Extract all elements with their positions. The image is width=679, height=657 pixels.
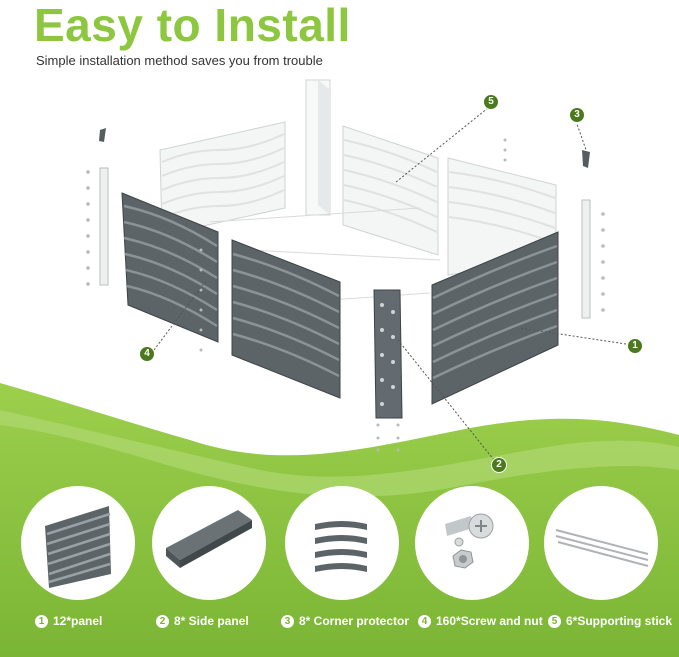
corner-protector-left bbox=[99, 128, 106, 142]
part-number-1: 1 bbox=[35, 614, 48, 628]
corner-protector-icon bbox=[315, 521, 367, 572]
front-panel-center bbox=[231, 239, 341, 399]
screw-nut-icon bbox=[445, 513, 494, 569]
part-image-screw-and-nut bbox=[415, 486, 529, 600]
part-number-2: 2 bbox=[156, 614, 169, 628]
side-panel-icon bbox=[166, 510, 252, 568]
part-label-text: 12*panel bbox=[53, 614, 103, 628]
part-number-3: 3 bbox=[281, 614, 294, 628]
callout-5: 5 bbox=[483, 94, 499, 110]
part-label-text: 8* Corner protector bbox=[299, 614, 410, 628]
page-subtitle: Simple installation method saves you fro… bbox=[36, 53, 323, 68]
part-label-supporting-stick: 5 6*Supporting stick bbox=[548, 613, 672, 629]
part-image-corner-protector bbox=[285, 486, 399, 600]
front-panel-right bbox=[431, 231, 559, 405]
back-panel-left bbox=[159, 121, 286, 236]
exploded-planter-diagram bbox=[86, 79, 627, 461]
support-bar-right bbox=[581, 199, 591, 319]
part-image-supporting-stick bbox=[544, 486, 658, 600]
front-panel-left bbox=[121, 192, 219, 343]
part-label-screw-and-nut: 4 160*Screw and nut bbox=[418, 613, 543, 629]
corner-post-back bbox=[305, 79, 331, 216]
screws-right bbox=[376, 138, 605, 452]
back-panel-center bbox=[342, 125, 439, 256]
page-title: Easy to Install bbox=[34, 0, 351, 51]
part-image-panel bbox=[21, 486, 135, 600]
part-label-corner-protector: 3 8* Corner protector bbox=[281, 613, 409, 629]
leader-lines bbox=[153, 107, 627, 461]
callout-1: 1 bbox=[627, 338, 643, 354]
callout-4: 4 bbox=[139, 346, 155, 362]
part-label-panel: 1 12*panel bbox=[35, 613, 102, 629]
supporting-stick-icon bbox=[555, 529, 649, 567]
part-label-side-panel: 2 8* Side panel bbox=[156, 613, 249, 629]
part-label-text: 6*Supporting stick bbox=[566, 614, 673, 628]
callout-3: 3 bbox=[569, 107, 585, 123]
part-number-5: 5 bbox=[548, 614, 561, 628]
panel-icon bbox=[45, 506, 111, 588]
support-bar-left bbox=[99, 167, 109, 286]
part-label-text: 160*Screw and nut bbox=[436, 614, 543, 628]
corner-protector-right bbox=[582, 150, 590, 168]
callout-2: 2 bbox=[491, 457, 507, 473]
part-image-side-panel bbox=[152, 486, 266, 600]
part-label-text: 8* Side panel bbox=[174, 614, 249, 628]
part-number-4: 4 bbox=[418, 614, 431, 628]
screws-left bbox=[86, 170, 203, 352]
corner-post-front bbox=[373, 289, 403, 419]
